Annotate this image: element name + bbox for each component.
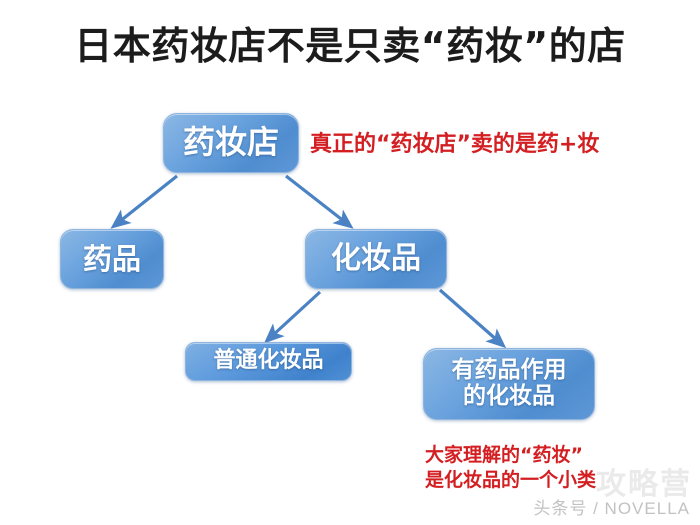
node-label: 有药品作用 的化妆品	[451, 357, 567, 409]
node-medicated-cosmetics[interactable]: 有药品作用 的化妆品	[423, 348, 595, 420]
arrow-cosmetics-to-medicated	[438, 288, 507, 349]
arrow-cosmetics-to-normal	[263, 290, 322, 344]
arrow-root-to-cosmetics	[285, 174, 354, 229]
node-yaozhuangdian[interactable]: 药妆店	[163, 113, 299, 173]
node-label: 药妆店	[182, 123, 279, 162]
node-yaopin[interactable]: 药品	[60, 229, 164, 289]
node-label: 化妆品	[331, 241, 421, 277]
node-putong-huazhuangpin[interactable]: 普通化妆品	[185, 342, 352, 381]
arrow-root-to-drug	[110, 174, 178, 229]
node-label: 药品	[82, 241, 141, 276]
watermark: 头条号 / NOVELLA	[533, 499, 690, 518]
node-huazhuangpin[interactable]: 化妆品	[305, 229, 447, 289]
node-label: 普通化妆品	[213, 348, 324, 374]
watermark-ghost: 攻略营	[596, 467, 692, 502]
page-title: 日本药妆店不是只卖“药妆”的店	[74, 24, 626, 68]
annotation-top: 真正的“药妆店”卖的是药+妆	[310, 132, 600, 157]
annotation-bottom: 大家理解的“药妆” 是化妆品的一个小类	[425, 444, 597, 491]
